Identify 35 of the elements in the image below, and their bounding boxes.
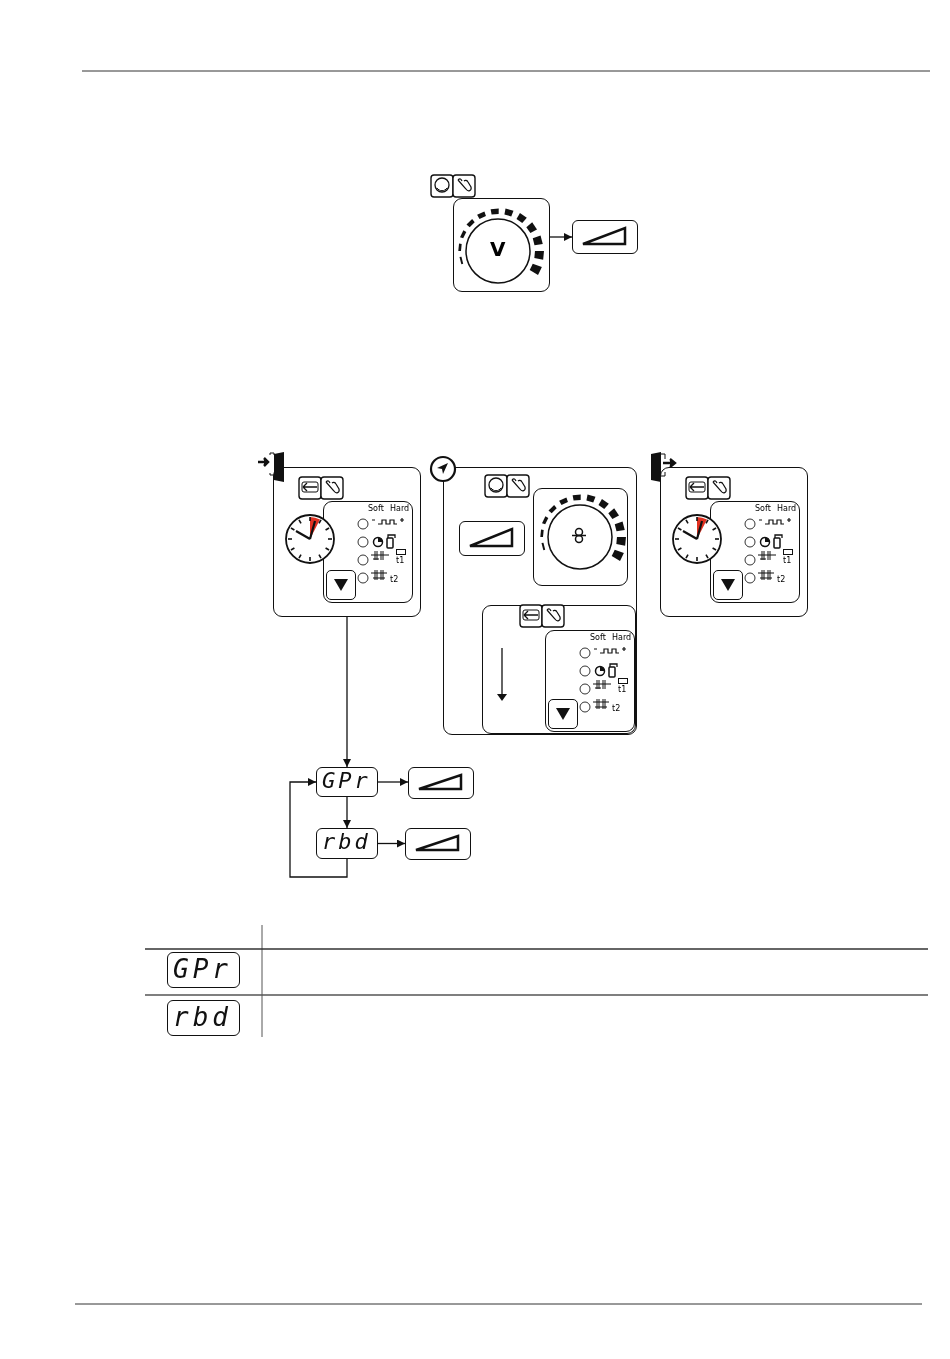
option-label: t2 [612, 705, 621, 713]
option-label: Hard [612, 634, 632, 642]
option-label: Hard [390, 505, 410, 513]
arrow [343, 796, 351, 829]
option-label: t1 [396, 557, 405, 565]
control-panel [443, 467, 637, 735]
dial-letter: V [490, 237, 506, 261]
value-display [572, 220, 638, 254]
control-panel [482, 605, 636, 734]
arrow [549, 233, 573, 241]
value-display [408, 767, 474, 799]
value-display [459, 521, 525, 556]
value-display [405, 828, 471, 860]
display-text: GPr [322, 768, 371, 793]
voltage-dial-panel [453, 198, 550, 292]
option-label: Soft [755, 505, 771, 513]
option-label: Hard [777, 505, 797, 513]
option-label: Soft [368, 505, 384, 513]
arrow [377, 778, 409, 786]
option-label: t1 [783, 557, 792, 565]
arrow [343, 616, 351, 768]
segment-display [316, 767, 378, 797]
display-text: rbd [167, 1000, 240, 1036]
option-label: t1 [618, 686, 627, 694]
option-label: Soft [590, 634, 606, 642]
button-panel [323, 501, 413, 603]
button-panel [710, 501, 800, 603]
display-text: rbd [322, 829, 371, 854]
option-label: t2 [390, 576, 399, 584]
arrow [377, 839, 406, 848]
display-text: GPr [167, 952, 240, 988]
option-label: t2 [777, 576, 786, 584]
arrow [289, 778, 348, 878]
segment-display [316, 828, 378, 859]
button-panel [545, 630, 635, 732]
